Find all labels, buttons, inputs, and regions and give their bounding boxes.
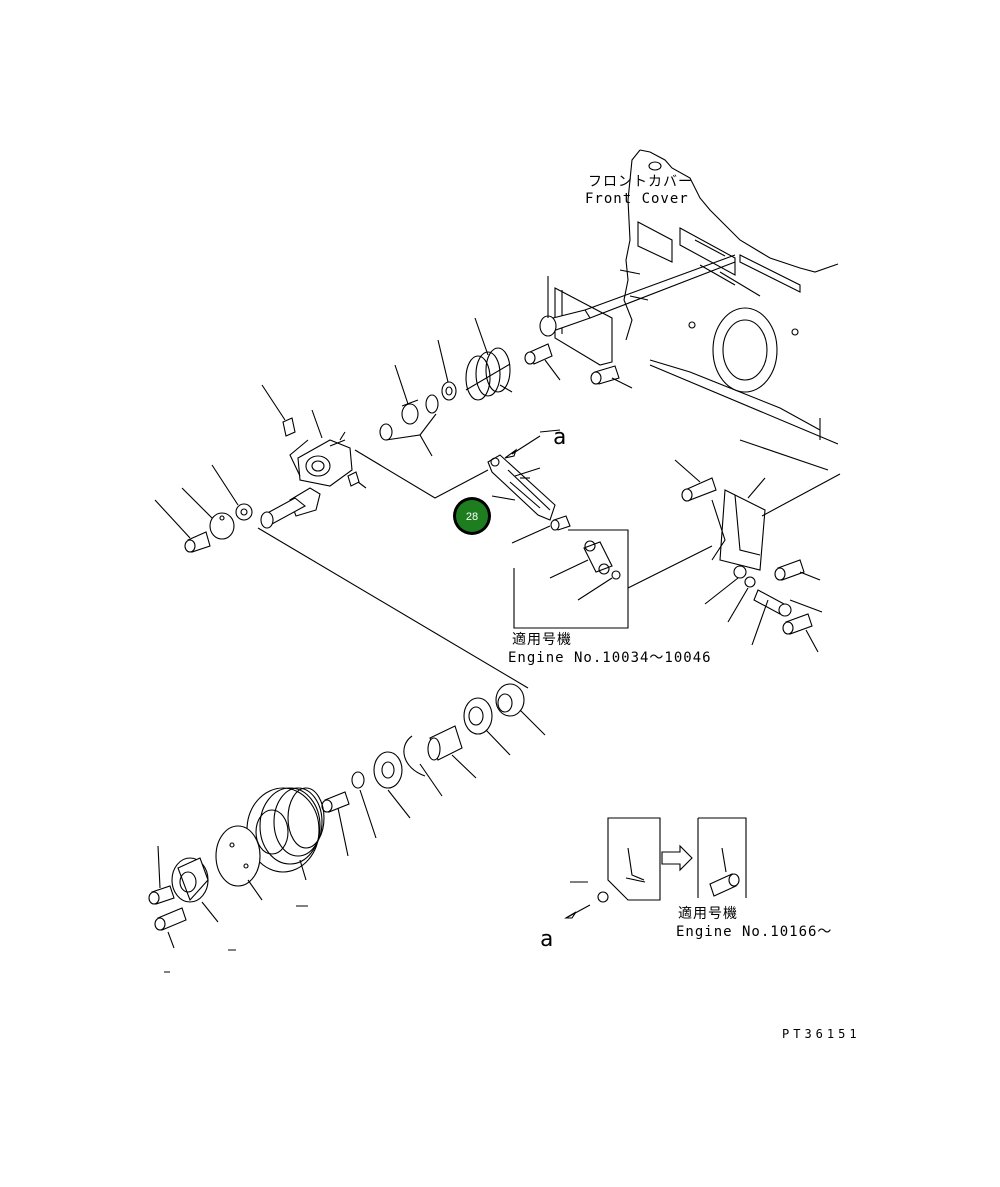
- tensioner-arm: a: [487, 425, 566, 521]
- bracket-with-shaft: [524, 254, 736, 389]
- serial-label-jp-2: 適用号機: [678, 905, 738, 922]
- drawing-code: PT36151: [782, 1027, 861, 1041]
- serial-label-jp-1: 適用号機: [512, 631, 572, 648]
- tensioner-housing: [260, 384, 367, 529]
- front-cover-label-jp: フロントカバー: [588, 174, 693, 190]
- callout-28[interactable]: 28: [453, 497, 491, 535]
- ref-a-top: a: [553, 425, 566, 450]
- callout-28-fill: [456, 500, 488, 532]
- bolt-and-washers-left: [154, 464, 253, 553]
- bracket-right: [674, 439, 841, 653]
- ref-a-bottom: a: [540, 927, 553, 952]
- assembly-guide-lines: [257, 364, 839, 689]
- front-cover-outline: [619, 149, 839, 440]
- serial-label-en-1: Engine No.10034～10046: [508, 650, 712, 666]
- serial-label-en-2: Engine No.10166～: [676, 924, 832, 940]
- front-cover-label-en: Front Cover: [585, 191, 689, 207]
- pulley-stack: [148, 683, 546, 973]
- serial-box-1: [511, 515, 713, 629]
- tension-spring: [465, 317, 513, 401]
- callout-28-number: 28: [466, 511, 478, 523]
- seal-ring: [712, 307, 778, 393]
- serial-box-2: a: [540, 817, 747, 952]
- bushings-upper: [379, 339, 457, 457]
